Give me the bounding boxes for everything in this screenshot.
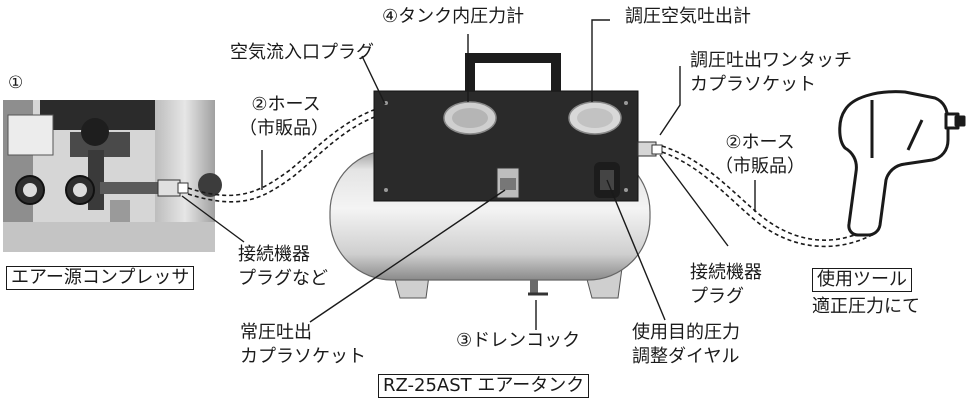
inlet-plug-label: 空気流入口プラグ [230,42,374,63]
regulated-coupler-line2: カプラソケット [690,74,816,95]
right-hose-line1: ②ホース [725,132,795,153]
normal-coupler-line1: 常圧吐出 [240,322,312,343]
left-hose [187,105,387,203]
regulated-gauge-label: 調圧空気吐出計 [625,6,751,27]
tank-caption: RZ-25AST エアータンク [378,374,590,398]
left-connector-line1: 接続機器 [238,244,310,265]
right-hose-line2: （市販品） [715,156,805,177]
tool-note: 適正圧力にて [812,296,920,317]
leader-normal-coupler [309,189,506,323]
leader-inlet-plug [361,55,386,105]
regulated-coupler-line1: 調圧吐出ワンタッチ [690,50,852,71]
right-connector-line1: 接続機器 [690,262,762,283]
left-connector-line2: プラグなど [238,268,328,289]
compressor-caption: エアー源コンプレッサ [6,266,195,290]
leader-right-connector [659,154,729,247]
compressor-photo [3,100,222,252]
right-connector-line2: プラグ [690,286,744,307]
tool-caption: 使用ツール [812,268,912,292]
left-hose-line2: （市販品） [239,118,329,139]
dial-line1: 使用目的圧力 [632,322,740,343]
drain-label: ③ドレンコック [456,330,581,351]
leader-regulated-coupler [659,66,681,136]
leader-lines [181,19,756,330]
tank-gauge-label: ④タンク内圧力計 [382,6,525,27]
left-hose-line1: ②ホース [251,94,321,115]
leader-dial [606,179,666,321]
leader-left-connector [181,195,245,243]
air-tank [329,53,663,299]
compressor-number: ① [8,73,23,93]
dial-line2: 調整ダイヤル [632,346,740,367]
impact-wrench [838,90,966,237]
leader-regulated-gauge [591,19,610,102]
right-hose [661,145,875,248]
normal-coupler-line2: カプラソケット [240,346,366,367]
